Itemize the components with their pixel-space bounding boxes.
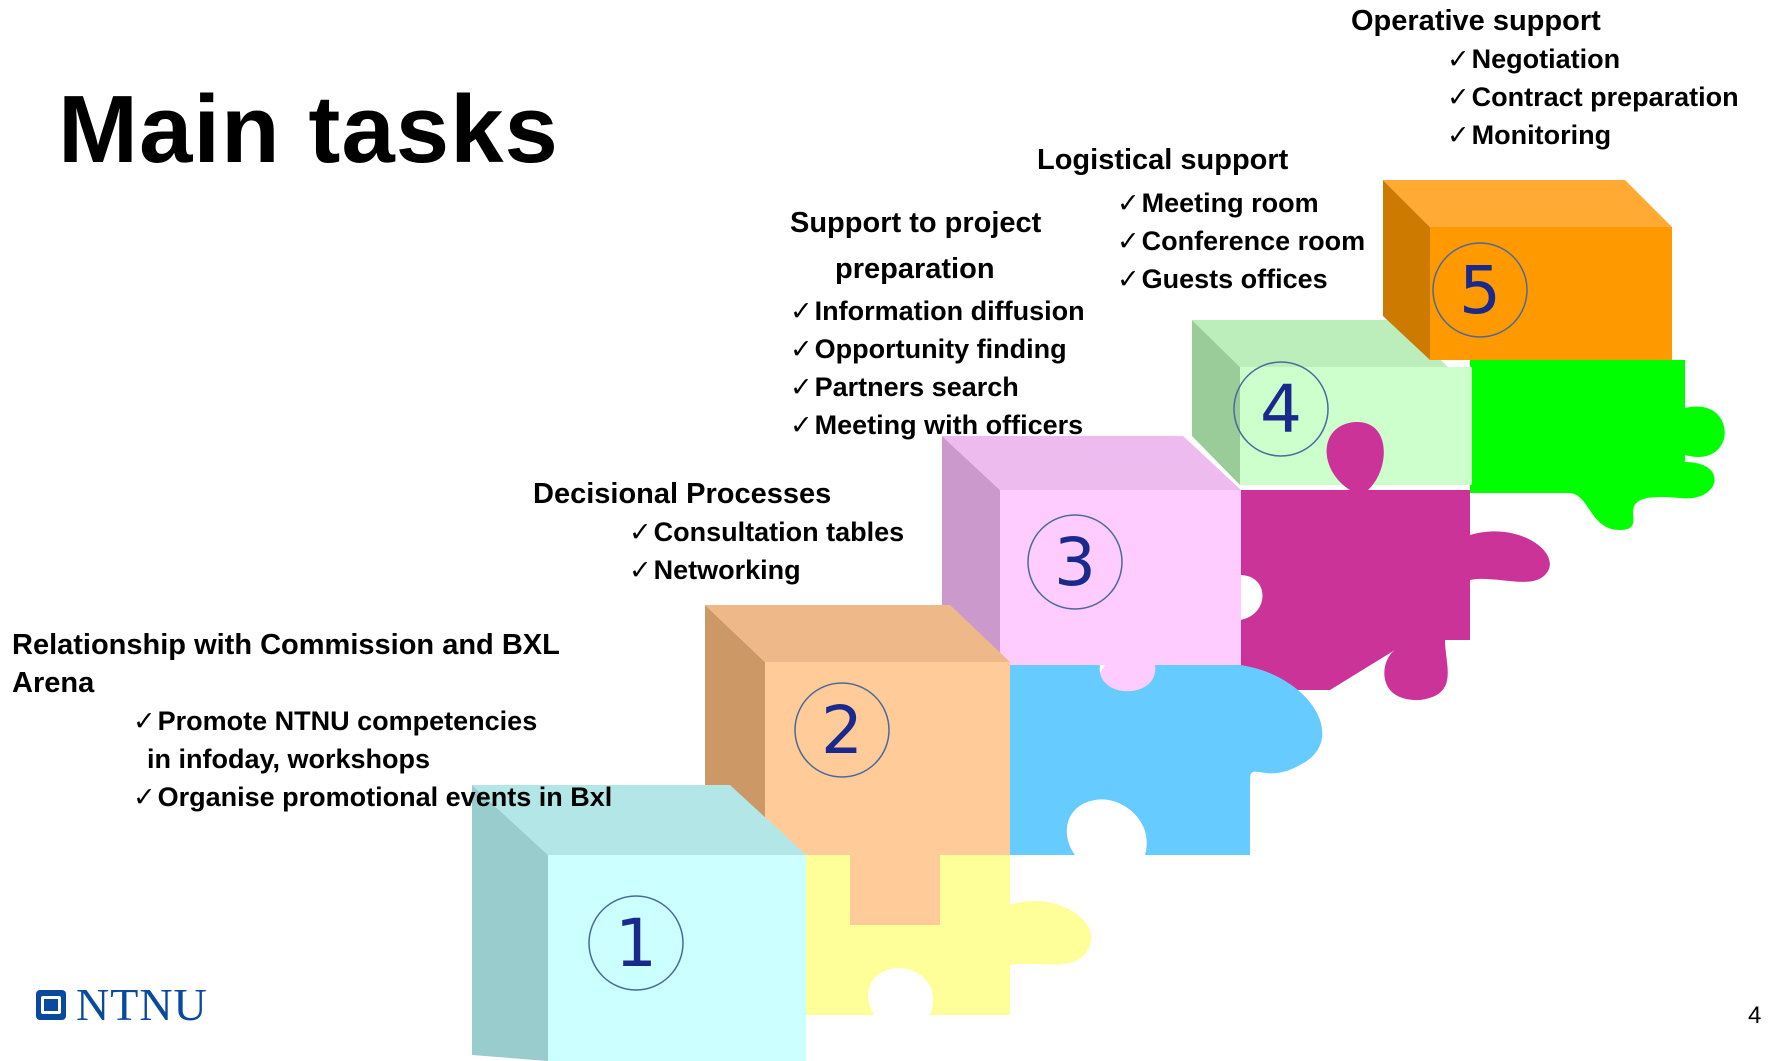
cube-4-top — [1192, 320, 1448, 367]
step-4-item: Conference room — [1117, 222, 1366, 260]
puzzle-piece-4 — [1470, 360, 1725, 530]
step-4-heading: Logistical support — [1037, 144, 1289, 176]
cube-2-top — [705, 605, 1010, 662]
step-2-text: Decisional Processes Consultation tables… — [533, 475, 904, 589]
step-3-heading-line1: Support to project — [790, 207, 1042, 239]
step-5-item: Negotiation — [1447, 40, 1739, 78]
step-3-item: Opportunity finding — [790, 330, 1090, 368]
cube-2-front — [765, 662, 1010, 925]
step-4-number: 4 — [1260, 371, 1302, 448]
cube-1-side — [472, 785, 548, 1061]
step-3-text: Support to project preparation Informati… — [790, 200, 1090, 444]
step-5-heading: Operative support — [1351, 5, 1601, 37]
step-2-item: Consultation tables — [629, 513, 905, 551]
step-5-number: 5 — [1459, 252, 1501, 329]
cube-5-top — [1383, 180, 1672, 227]
step-5-circle — [1432, 242, 1528, 338]
cube-4-side — [1192, 320, 1240, 485]
ntnu-logo-square-icon — [36, 990, 66, 1020]
step-1-number: 1 — [615, 905, 657, 982]
step-1-circle — [588, 895, 684, 991]
ntnu-logo-text: NTNU — [76, 979, 208, 1030]
step-1-heading-line1: Relationship with Commission and BXL — [12, 629, 560, 661]
step-3-item: Meeting with officers — [790, 406, 1090, 444]
cube-3-front — [1000, 490, 1241, 729]
step-3-heading-line2: preparation — [835, 253, 995, 285]
puzzle-piece-1 — [805, 855, 1092, 1015]
step-1-item: Promote NTNU competencies — [133, 702, 612, 740]
step-2-heading: Decisional Processes — [533, 478, 832, 510]
slide-title: Main tasks — [58, 76, 559, 183]
step-4-text: Logistical support Meeting room Conferen… — [1037, 136, 1365, 298]
puzzle-piece-3 — [1240, 421, 1550, 701]
step-3-item: Information diffusion — [790, 292, 1090, 330]
cube-3-top — [942, 436, 1241, 490]
step-4-item: Meeting room — [1117, 184, 1365, 222]
step-3-number: 3 — [1054, 524, 1096, 601]
step-3-circle — [1027, 514, 1123, 610]
step-1-item: Organise promotional events in Bxl — [133, 778, 613, 816]
ntnu-logo: NTNU — [36, 982, 208, 1028]
page-number: 4 — [1748, 1002, 1762, 1029]
step-1-text: Relationship with Commission and BXL Are… — [12, 626, 612, 816]
step-5-item: Contract preparation — [1447, 78, 1739, 116]
step-4-circle — [1233, 361, 1329, 457]
cube-1-front — [548, 855, 806, 1061]
step-1-heading-line2: Arena — [12, 667, 95, 699]
cube-3-side — [942, 436, 1000, 665]
cube-5-side — [1383, 180, 1430, 360]
step-5-item: Monitoring — [1447, 116, 1739, 154]
step-1-item-continued: in infoday, workshops — [147, 744, 431, 774]
step-3-item: Partners search — [790, 368, 1090, 406]
step-2-item: Networking — [629, 551, 904, 589]
puzzle-piece-2 — [917, 665, 1323, 855]
step-2-circle — [794, 682, 890, 778]
step-5-text: Operative support Negotiation Contract p… — [1351, 2, 1739, 154]
cube-5-front — [1430, 227, 1672, 360]
step-4-item: Guests offices — [1117, 260, 1365, 298]
step-2-number: 2 — [821, 692, 863, 769]
